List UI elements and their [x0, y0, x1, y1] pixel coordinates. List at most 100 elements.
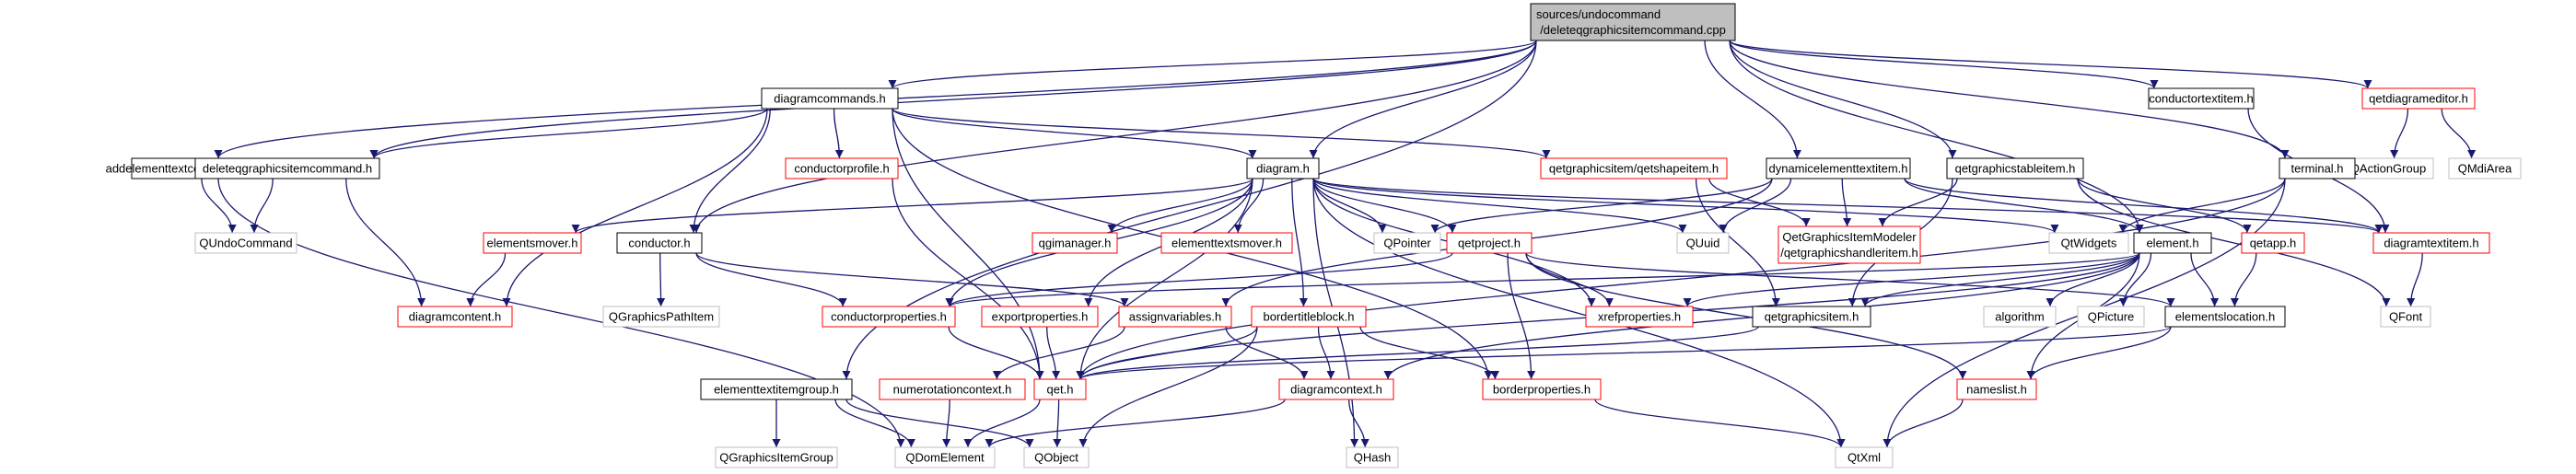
node-box-root [1530, 3, 1736, 41]
node-box-conductorproperties [822, 306, 956, 328]
node-label-qundocommand: QUndoCommand [199, 237, 292, 250]
edge-element-to-xrefproperties [1683, 252, 2140, 307]
node-box-qgimanager [1032, 232, 1118, 254]
node-box-qfont [2380, 306, 2431, 328]
node-label-algorithm: algorithm [1995, 310, 2044, 324]
node-element[interactable]: element.h [2133, 232, 2212, 254]
edge-qet-to-qdomelement [963, 399, 1041, 448]
node-box-nameslist [1956, 378, 2037, 400]
edge-diagramcommands-to-diagramcontent [502, 108, 768, 307]
node-box-qtxml [1835, 446, 1894, 468]
edge-qetdiagrameditor-to-qmdiarea [2441, 108, 2477, 159]
node-qetdiagrameditor[interactable]: qetdiagrameditor.h [2361, 87, 2476, 110]
node-box-assignvariables [1118, 306, 1232, 328]
node-label-terminal: terminal.h [2290, 162, 2343, 176]
node-label-dynamicelementtextitem: dynamicelementtextitem.h [1768, 162, 1907, 176]
node-label-conductorproperties: conductorproperties.h [831, 310, 947, 324]
edge-qetgraphicsitem-to-qet [1076, 326, 1759, 380]
node-box-dynamicelementtextitem [1766, 157, 1911, 179]
node-assignvariables[interactable]: assignvariables.h [1118, 306, 1232, 328]
node-label-root: /deleteqgraphicsitemcommand.cpp [1540, 23, 1726, 37]
node-label-exportproperties: exportproperties.h [992, 310, 1089, 324]
node-qhash: QHash [1346, 446, 1399, 468]
edge-qetproject-to-elementslocation [1525, 252, 2175, 307]
node-label-qobject: QObject [1034, 451, 1078, 465]
edge-element-to-conductorproperties [945, 252, 2140, 307]
node-box-diagramtextitem [2372, 232, 2490, 254]
node-label-qdomelement: QDomElement [905, 451, 985, 465]
node-conductortextitem[interactable]: conductortextitem.h [2148, 87, 2255, 110]
node-label-element: element.h [2146, 237, 2198, 250]
node-box-qtwidgets [2048, 232, 2129, 254]
edge-root-to-element [1729, 40, 2144, 234]
node-qetgraphicsitemmodeler[interactable]: QetGraphicsItemModeler/qetgraphicshandle… [1778, 225, 1921, 264]
node-label-elementtextsmover: elementtextsmover.h [1171, 237, 1282, 250]
edge-element-to-qetgraphicsitem [1860, 252, 2140, 307]
edge-root-to-qetgraphicstableitem [1729, 40, 1957, 159]
edge-dynamicelementtextitem-to-qetgraphicsitemmodeler [1841, 178, 1852, 227]
node-label-nameslist: nameslist.h [1966, 383, 2027, 397]
node-dynamicelementtextitem[interactable]: dynamicelementtextitem.h [1766, 157, 1911, 179]
node-conductorproperties[interactable]: conductorproperties.h [822, 306, 956, 328]
edge-qetproject-to-borderproperties [1507, 252, 1536, 380]
node-label-qgraphicspathitem: QGraphicsPathItem [609, 310, 714, 324]
node-nameslist[interactable]: nameslist.h [1956, 378, 2037, 400]
edge-terminal-to-qet [1076, 178, 2286, 380]
edge-qetgraphicstableitem-to-qetgraphicsitemmodeler [1878, 178, 1958, 227]
edge-root-to-terminal [1729, 40, 2290, 159]
node-qetproject[interactable]: qetproject.h [1446, 232, 1533, 254]
node-label-conductortextitem: conductortextitem.h [2149, 92, 2253, 106]
node-elementslocation[interactable]: elementslocation.h [2164, 306, 2286, 328]
node-qetgraphicsitem[interactable]: qetgraphicsitem.h [1752, 306, 1871, 328]
node-exportproperties[interactable]: exportproperties.h [981, 306, 1099, 328]
node-numerotationcontext[interactable]: numerotationcontext.h [879, 378, 1026, 400]
node-label-conductor: conductor.h [628, 237, 690, 250]
node-qgraphicspathitem: QGraphicsPathItem [602, 306, 720, 328]
node-box-diagramcommands [761, 87, 899, 110]
edge-root-to-diagramcommands [888, 40, 1537, 89]
node-terminal[interactable]: terminal.h [2279, 157, 2356, 179]
edge-root-to-conductortextitem [1729, 40, 2159, 89]
edge-assignvariables-to-diagramcontext [1225, 326, 1309, 380]
node-elementtextsmover[interactable]: elementtextsmover.h [1160, 232, 1293, 254]
node-box-numerotationcontext [879, 378, 1026, 400]
node-qpicture: QPicture [2077, 306, 2145, 328]
node-box-qundocommand [194, 232, 297, 254]
node-diagramtextitem[interactable]: diagramtextitem.h [2372, 232, 2490, 254]
node-label-qmdiarea: QMdiArea [2458, 162, 2512, 176]
node-conductor[interactable]: conductor.h [616, 232, 703, 254]
node-diagramcontent[interactable]: diagramcontent.h [397, 306, 513, 328]
node-bordertitleblock[interactable]: bordertitleblock.h [1251, 306, 1367, 328]
node-label-qetgraphicsitem: qetgraphicsitem.h [1765, 310, 1859, 324]
node-borderproperties[interactable]: borderproperties.h [1482, 378, 1602, 400]
node-deleteqgraphicsitemcommand[interactable]: deleteqgraphicsitemcommand.h [194, 157, 380, 179]
edge-diagramtextitem-to-qfont [2407, 252, 2423, 307]
edge-bordertitleblock-to-diagramcontext [1317, 326, 1335, 380]
node-qundocommand: QUndoCommand [194, 232, 297, 254]
edge-conductor-to-conductorproperties [695, 252, 847, 307]
node-elementsmover[interactable]: elementsmover.h [483, 232, 582, 254]
node-elementtextitemgroup[interactable]: elementtextitemgroup.h [700, 378, 853, 400]
node-qmdiarea: QMdiArea [2448, 157, 2522, 179]
node-qet[interactable]: qet.h [1033, 378, 1087, 400]
node-diagramcontext[interactable]: diagramcontext.h [1278, 378, 1394, 400]
edge-diagram-to-qpointer [1312, 178, 1387, 234]
node-qetgraphicstableitem[interactable]: qetgraphicstableitem.h [1946, 157, 2084, 179]
node-conductorprofile[interactable]: conductorprofile.h [785, 157, 899, 179]
node-label-elementslocation: elementslocation.h [2175, 310, 2275, 324]
node-qetapp[interactable]: qetapp.h [2241, 232, 2305, 254]
edge-diagramcontext-to-qdomelement [985, 399, 1286, 448]
node-root[interactable]: sources/undocommand/deleteqgraphicsitemc… [1530, 3, 1736, 41]
edge-element-to-algorithm [2046, 252, 2140, 307]
node-xrefproperties[interactable]: xrefproperties.h [1585, 306, 1694, 328]
node-label-elementtextitemgroup: elementtextitemgroup.h [714, 383, 839, 397]
node-box-conductor [616, 232, 703, 254]
node-qetshapeitem[interactable]: qetgraphicsitem/qetshapeitem.h [1540, 157, 1728, 179]
node-qgimanager[interactable]: qgimanager.h [1032, 232, 1118, 254]
edge-diagramcommands-to-qet [892, 108, 1044, 380]
node-label-qetapp: qetapp.h [2250, 237, 2297, 250]
node-diagram[interactable]: diagram.h [1246, 157, 1320, 179]
edge-diagram-to-qgimanager [1107, 178, 1253, 234]
node-label-qetgraphicsitemmodeler: /qetgraphicshandleritem.h [1780, 246, 1918, 260]
node-diagramcommands[interactable]: diagramcommands.h [761, 87, 899, 110]
